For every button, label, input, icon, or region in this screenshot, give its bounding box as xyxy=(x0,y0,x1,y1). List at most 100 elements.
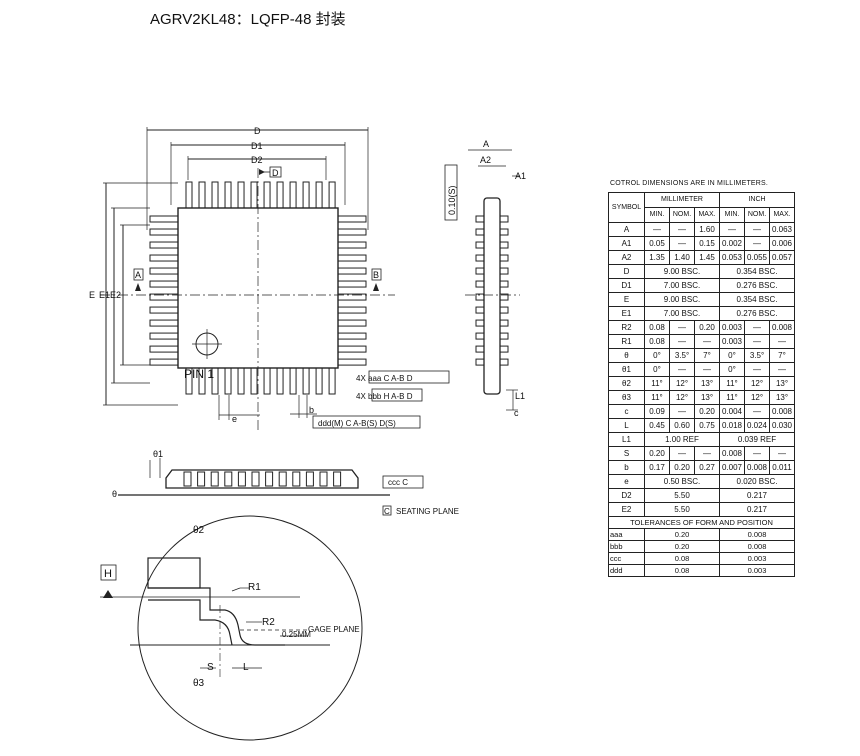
value-cell: 0.055 xyxy=(744,250,770,265)
lead xyxy=(475,280,485,288)
lead xyxy=(337,228,367,236)
label-a1: A1 xyxy=(515,171,526,181)
lead xyxy=(475,306,485,314)
value-cell: 0.008 xyxy=(744,460,770,475)
side-leads xyxy=(475,215,509,366)
lead xyxy=(499,267,509,275)
lead xyxy=(302,367,310,395)
subheader-cell: MIN. xyxy=(644,207,670,223)
lead xyxy=(499,280,509,288)
label-a2: A2 xyxy=(480,155,491,165)
label-e2: E2 xyxy=(110,290,121,300)
value-cell: 7° xyxy=(769,348,795,363)
value-cell: 12° xyxy=(744,376,770,391)
value-cell: — xyxy=(694,446,720,461)
value-cell: 0.011 xyxy=(769,460,795,475)
value-cell: 0.08 xyxy=(644,564,720,577)
dimensions-table: SYMBOL MILLIMETER INCH MIN. NOM. MAX. MI… xyxy=(608,192,795,577)
lead xyxy=(149,358,179,366)
subheader-cell: NOM. xyxy=(744,207,770,223)
value-cell: 12° xyxy=(744,390,770,405)
value-cell: 1.35 xyxy=(644,250,670,265)
value-cell: — xyxy=(719,222,745,237)
label-e-pitch: e xyxy=(232,414,237,424)
value-cell: 1.60 xyxy=(694,222,720,237)
label-r2: R2 xyxy=(262,617,275,628)
subheader-cell: MIN. xyxy=(719,207,745,223)
tolerance-header: TOLERANCES OF FORM AND POSITION xyxy=(608,516,795,529)
subheader-cell: MAX. xyxy=(694,207,720,223)
symbol-cell: E xyxy=(608,292,645,307)
value-cell: 0.002 xyxy=(719,236,745,251)
lead xyxy=(337,345,367,353)
lead xyxy=(149,267,179,275)
value-cell: 0.004 xyxy=(719,404,745,419)
symbol-cell: ccc xyxy=(608,552,645,565)
value-cell: 0.20 xyxy=(644,540,720,553)
lead xyxy=(337,332,367,340)
table-caption: COTROL DIMENSIONS ARE IN MILLIMETERS. xyxy=(610,180,769,187)
lead xyxy=(149,254,179,262)
lead xyxy=(475,215,485,223)
value-cell: — xyxy=(744,362,770,377)
lead xyxy=(475,267,485,275)
value-cell: 0.003 xyxy=(719,334,745,349)
lead xyxy=(198,181,206,209)
lead xyxy=(149,319,179,327)
lead xyxy=(276,181,284,209)
value-cell: 0.20 xyxy=(669,460,695,475)
fcf-aaa: 4X aaa C A-B D xyxy=(356,374,413,383)
lead xyxy=(315,181,323,209)
lead xyxy=(475,228,485,236)
value-cell: 0.030 xyxy=(769,418,795,433)
value-cell: — xyxy=(769,362,795,377)
value-cell: — xyxy=(744,320,770,335)
value-cell: 0.039 REF xyxy=(719,432,795,447)
lead xyxy=(499,319,509,327)
lead xyxy=(263,181,271,209)
value-cell: 0.20 xyxy=(644,446,670,461)
lead xyxy=(149,228,179,236)
symbol-cell: c xyxy=(608,404,645,419)
lead xyxy=(302,181,310,209)
value-cell: 0.15 xyxy=(694,236,720,251)
leads-right xyxy=(337,215,367,366)
value-cell: — xyxy=(669,404,695,419)
value-cell: 0.20 xyxy=(694,404,720,419)
symbol-cell: b xyxy=(608,460,645,475)
tolerance-header-row: TOLERANCES OF FORM AND POSITION xyxy=(608,516,795,529)
value-cell: — xyxy=(669,446,695,461)
value-cell: — xyxy=(694,334,720,349)
symbol-cell: L xyxy=(608,418,645,433)
symbol-cell: R1 xyxy=(608,334,645,349)
lead xyxy=(149,345,179,353)
lead xyxy=(499,228,509,236)
lead xyxy=(292,471,301,487)
lead xyxy=(475,345,485,353)
lead xyxy=(237,471,246,487)
symbol-cell: θ xyxy=(608,348,645,363)
lead xyxy=(250,367,258,395)
value-cell: 0.27 xyxy=(694,460,720,475)
value-cell: 1.45 xyxy=(694,250,720,265)
value-cell: — xyxy=(644,222,670,237)
value-cell: 11° xyxy=(719,376,745,391)
lead xyxy=(198,367,206,395)
value-cell: 0° xyxy=(719,362,745,377)
symbol-cell: bbb xyxy=(608,540,645,553)
lead xyxy=(289,367,297,395)
value-cell: 9.00 BSC. xyxy=(644,264,720,279)
label-s: S xyxy=(207,662,214,673)
label-datum-a: A xyxy=(135,270,141,280)
lead xyxy=(276,367,284,395)
label-theta1: θ1 xyxy=(153,449,163,459)
gage-plane-label: GAGE PLANE xyxy=(308,625,360,634)
value-cell: 0.09 xyxy=(644,404,670,419)
